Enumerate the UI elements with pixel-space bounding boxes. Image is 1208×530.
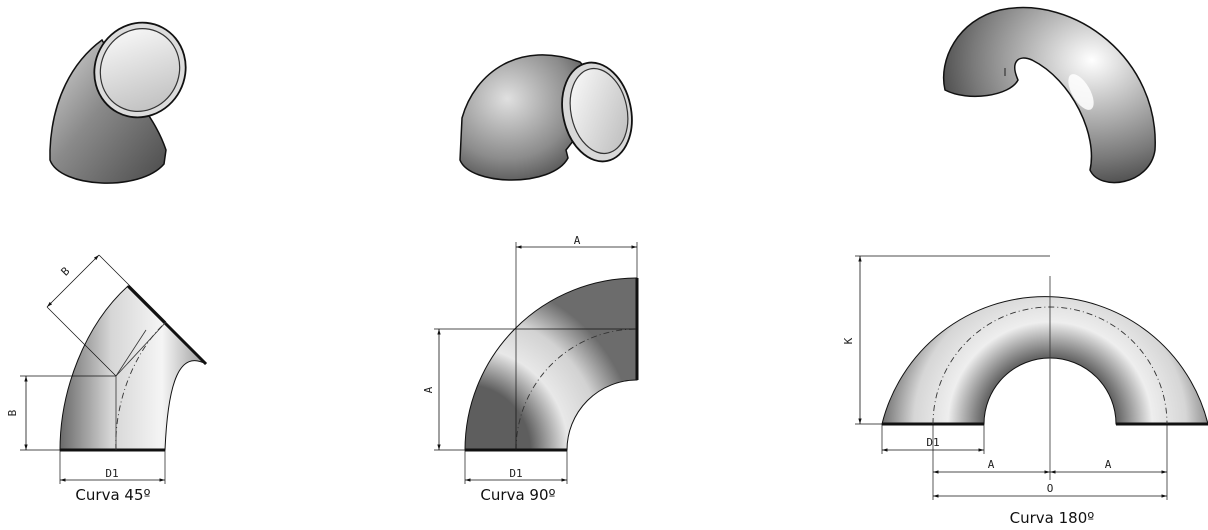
dim-b-diagonal: B	[59, 264, 73, 278]
dim-a-vertical: A	[422, 386, 435, 393]
dim-o: O	[1047, 482, 1054, 495]
elbow-180-3d-view	[943, 6, 1156, 184]
elbow-90-drawing: A A D1 Curva 90º	[422, 234, 639, 504]
dim-k: K	[842, 337, 855, 344]
caption-curva-45: Curva 45º	[75, 486, 150, 504]
dim-d1: D1	[926, 436, 939, 449]
dim-a-right: A	[1105, 458, 1112, 471]
dim-d1: D1	[105, 467, 118, 480]
dim-d1: D1	[509, 467, 522, 480]
elbow-90-3d-view	[459, 54, 633, 181]
elbow-45-3d-view	[49, 21, 187, 184]
dim-b-vertical: B	[6, 409, 19, 416]
dim-a-horizontal: A	[574, 234, 581, 247]
elbow-45-drawing: B B D1 Curva 45º	[6, 254, 208, 504]
elbow-180-drawing: K D1 A A O Curva 180º	[842, 255, 1208, 527]
caption-curva-180: Curva 180º	[1010, 509, 1095, 527]
caption-curva-90: Curva 90º	[480, 486, 555, 504]
dim-a-left: A	[988, 458, 995, 471]
